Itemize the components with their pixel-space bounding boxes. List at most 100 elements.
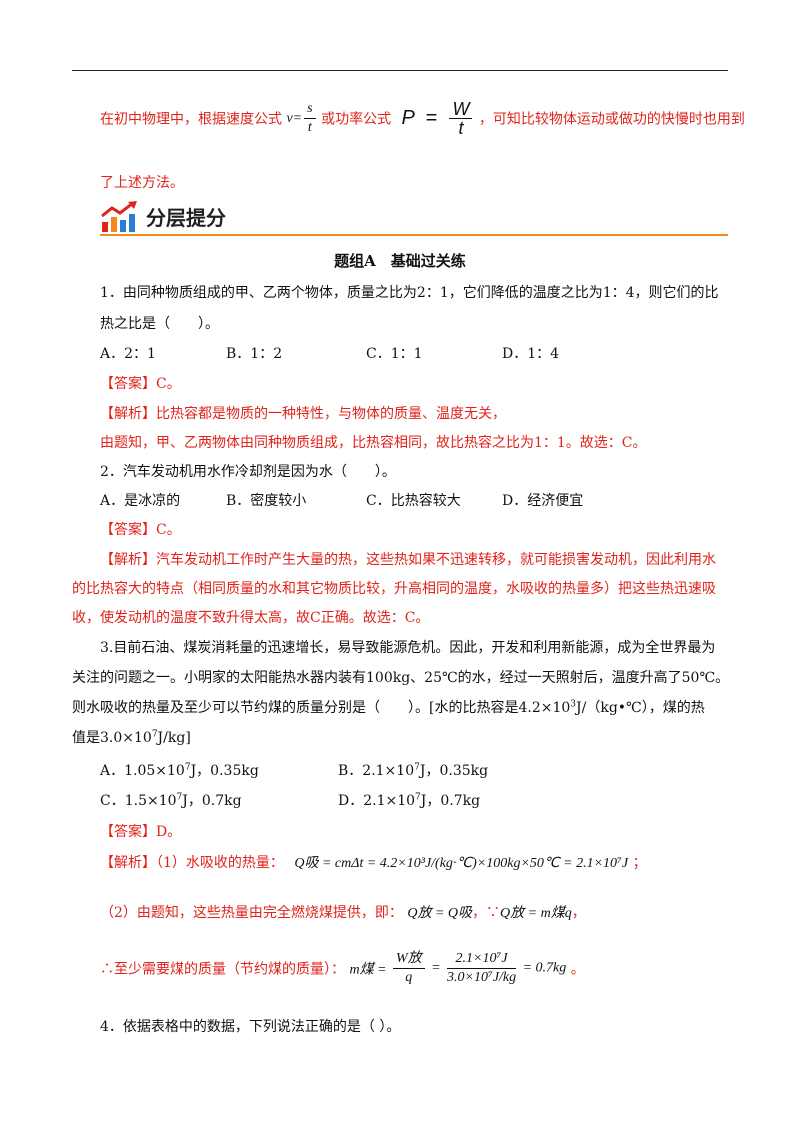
- speed-v: v: [286, 110, 293, 126]
- q1-option-a: A．2：1: [100, 346, 156, 362]
- q2-analysis-3: 收，使发动机的温度不致升得太高，故C正确。故选：C。: [72, 610, 430, 626]
- q3-analysis-text-2: （2）由题知，这些热量由完全燃烧煤提供，即：: [100, 905, 403, 921]
- group-title: 题组A 基础过关练: [334, 252, 466, 270]
- q3-option-b-2: J，0.35kg: [419, 763, 489, 779]
- q3-because: ，∵: [472, 905, 501, 921]
- q3-option-d: D．2.1×107J，0.7kg: [338, 790, 480, 810]
- q3-stem-3-exp: 3: [570, 699, 577, 710]
- intro-text-between: 或功率公式: [321, 111, 392, 128]
- banner-underline: [100, 234, 728, 236]
- q1-analysis-2: 由题知，甲、乙两物体由同种物质组成，比热容相同，故比热容之比为1：1。故选：C。: [100, 435, 647, 451]
- q3-option-d-exp: 7: [415, 792, 421, 803]
- intro-text-after: ，可知比较物体运动或做功的快慢时也用到: [478, 111, 745, 128]
- power-P: P: [401, 107, 415, 129]
- q3-analysis-1: 【解析】（1）水吸收的热量： Q吸 = cmΔt = 4.2×10³J/(kg·…: [100, 852, 647, 872]
- q1-analysis-tag: 【解析】: [100, 406, 156, 422]
- speed-t: t: [307, 120, 312, 135]
- q3-mass-num-2: 2.1×10⁷J: [447, 950, 517, 969]
- q3-stem-2: 关注的问题之一。小明家的太阳能热水器内装有100kg、25℃的水，经过一天照射后…: [72, 670, 730, 686]
- q2-answer: 【答案】C。: [100, 519, 181, 539]
- q3-option-d-2: J，0.7kg: [420, 793, 481, 809]
- q3-mass-left: m煤 =: [349, 962, 387, 978]
- q2-analysis-text-1: 汽车发动机工作时产生大量的热，这些热如果不迅速转移，就可能损害发动机，因此利用水: [156, 552, 716, 568]
- q2-option-a: A．是冰凉的: [100, 493, 181, 509]
- power-t: t: [458, 118, 464, 138]
- q2-analysis-2: 的比热容大的特点（相同质量的水和其它物质比较，升高相同的温度，水吸收的热量多）把…: [72, 581, 716, 597]
- q3-stem-3b: J/（kg•℃），煤的热: [576, 700, 705, 716]
- q3-option-a-2: J，0.35kg: [190, 763, 259, 779]
- q3-option-c-2: J，0.7kg: [182, 793, 242, 809]
- q1-stem-2: 热之比是（ ）。: [100, 316, 219, 332]
- q1-answer: 【答案】C。: [100, 373, 181, 393]
- speed-eq: =: [292, 110, 303, 126]
- q2-option-d: D．经济便宜: [502, 493, 584, 509]
- q2-analysis-1: 【解析】汽车发动机工作时产生大量的热，这些热如果不迅速转移，就可能损害发动机，因…: [100, 549, 716, 569]
- q1-stem-1: 1．由同种物质组成的甲、乙两个物体，质量之比为2：1，它们降低的温度之比为1：4…: [100, 285, 719, 301]
- q3-stem-4: 值是3.0×107J/kg]: [72, 727, 191, 747]
- q3-option-b-1: B．2.1×10: [338, 763, 415, 779]
- q3-mass-result: = 0.7kg: [522, 960, 567, 976]
- q3-stem-4a: 值是3.0×10: [72, 730, 152, 746]
- chart-up-icon: [101, 201, 137, 232]
- q3-mass-eq: =: [431, 960, 441, 976]
- q2-answer-tag: 【答案】: [100, 522, 156, 538]
- q3-stem-1: 3.目前石油、煤炭消耗量的迅速增长，易导致能源危机。因此，开发和利用新能源，成为…: [100, 640, 716, 656]
- q2-analysis-tag: 【解析】: [100, 552, 156, 568]
- q3-answer-value: D。: [156, 824, 182, 840]
- q3-analysis-text-3: ∴至少需要煤的质量（节约煤的质量）：: [100, 961, 345, 978]
- q3-stem-3: 则水吸收的热量及至少可以节约煤的质量分别是（ ）。[水的比热容是4.2×103J…: [72, 697, 705, 717]
- q1-answer-tag: 【答案】: [100, 376, 156, 392]
- intro-text-before: 在初中物理中，根据速度公式: [100, 111, 282, 128]
- q3-answer-tag: 【答案】: [100, 824, 156, 840]
- power-eq: =: [425, 107, 438, 129]
- q3-fuel-formula: Q放 = m煤q: [500, 906, 572, 921]
- q1-analysis-text-1: 比热容都是物质的一种特性，与物体的质量、温度无关，: [156, 406, 506, 422]
- q4-stem: 4．依据表格中的数据，下列说法正确的是（ ）。: [100, 1019, 401, 1035]
- q3-analysis-end-3: 。: [570, 961, 585, 978]
- q2-option-b: B．密度较小: [226, 493, 307, 509]
- q3-option-a-exp: 7: [184, 762, 191, 773]
- intro-line-2: 了上述方法。: [100, 175, 184, 191]
- q1-answer-value: C。: [156, 376, 181, 392]
- section-banner: 分层提分: [100, 200, 728, 236]
- q3-analysis-tag: 【解析】: [100, 855, 156, 871]
- power-W: W: [449, 100, 473, 119]
- q3-heat-formula: Q吸 = cmΔt = 4.2×10³J/(kg·℃)×100kg×50℃ = …: [294, 856, 629, 871]
- q1-option-d: D．1：4: [502, 346, 560, 362]
- q3-answer: 【答案】D。: [100, 821, 181, 841]
- q3-option-c-exp: 7: [176, 792, 183, 803]
- top-rule: [72, 70, 728, 71]
- q1-option-c: C．1：1: [366, 346, 423, 362]
- q3-mass-num-1: W放: [392, 950, 425, 969]
- q3-option-b-exp: 7: [414, 762, 420, 773]
- q2-answer-value: C。: [156, 522, 181, 538]
- q3-option-c: C．1.5×107J，0.7kg: [100, 790, 242, 810]
- q3-mass-den-1: q: [405, 970, 413, 985]
- q3-mass-den-2: 3.0×10⁷J/kg: [447, 970, 517, 985]
- q3-analysis-2: （2）由题知，这些热量由完全燃烧煤提供，即： Q放 = Q吸，∵Q放 = m煤q…: [100, 902, 586, 922]
- q3-stem-4b: J/kg]: [157, 730, 191, 746]
- banner-title: 分层提分: [146, 206, 226, 230]
- q3-analysis-end-1: ；: [632, 855, 647, 871]
- q2-stem: 2．汽车发动机用水作冷却剂是因为水（ ）。: [100, 464, 396, 480]
- q1-option-b: B．1：2: [226, 346, 283, 362]
- q3-equal-formula: Q放 = Q吸: [407, 906, 473, 921]
- q3-option-c-1: C．1.5×10: [100, 793, 177, 809]
- q2-option-c: C．比热容较大: [366, 493, 461, 509]
- q3-stem-3a: 则水吸收的热量及至少可以节约煤的质量分别是（ ）。[水的比热容是4.2×10: [72, 700, 571, 716]
- q3-stem-4-exp: 7: [151, 729, 158, 740]
- q3-option-a: A．1.05×107J，0.35kg: [100, 760, 259, 780]
- q3-analysis-text-1: （1）水吸收的热量：: [156, 855, 284, 871]
- q3-option-d-1: D．2.1×10: [338, 793, 416, 809]
- speed-s: s: [304, 100, 316, 119]
- q3-option-b: B．2.1×107J，0.35kg: [338, 760, 488, 780]
- q3-analysis-end-2: ，: [571, 905, 586, 921]
- q1-analysis-1: 【解析】比热容都是物质的一种特性，与物体的质量、温度无关，: [100, 403, 506, 423]
